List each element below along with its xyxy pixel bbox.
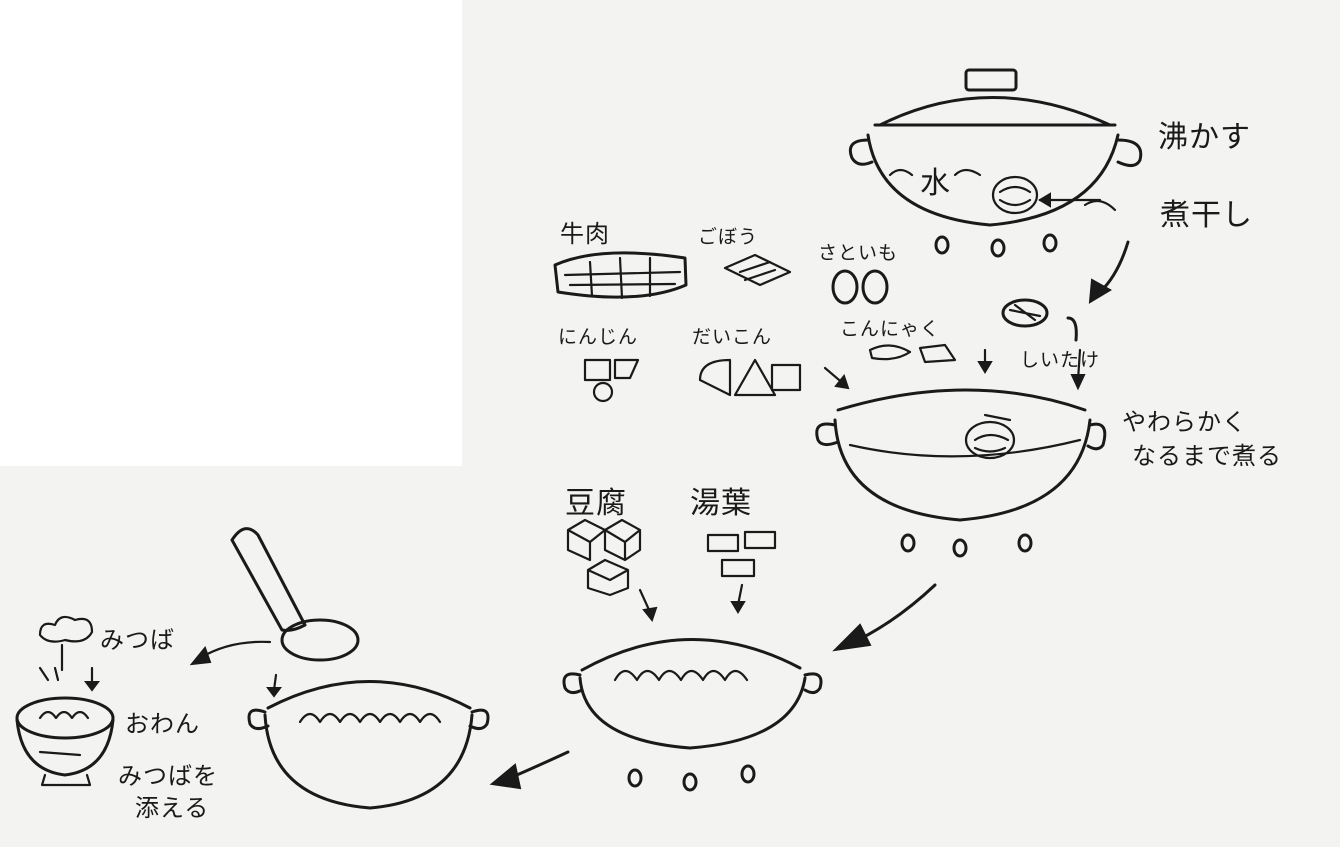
label-water: 水	[920, 158, 951, 202]
ladle-drawing	[192, 529, 358, 696]
label-bowl: おわん	[125, 704, 200, 739]
tofu-drawing	[568, 520, 656, 620]
taro-drawing	[833, 271, 887, 303]
bowl-drawing	[17, 698, 113, 785]
label-garnish-line2: 添える	[135, 788, 209, 823]
label-dried-sardines: 煮干し	[1160, 190, 1253, 234]
serving-pot	[249, 682, 488, 809]
label-beef: 牛肉	[560, 214, 610, 249]
label-simmer-line2: なるまで煮る	[1132, 436, 1282, 471]
arrow-down	[1090, 242, 1128, 302]
label-boil: 沸かす	[1158, 112, 1251, 156]
label-burdock: ごぼう	[698, 222, 758, 249]
label-garnish-line1: みつばを	[118, 756, 218, 791]
label-carrot: にんじん	[558, 322, 638, 349]
daikon-drawing	[700, 360, 800, 395]
yuba-drawing	[708, 532, 775, 612]
mitsuba-drawing	[40, 617, 98, 690]
label-taro: さといも	[818, 238, 898, 265]
arrow-left	[492, 752, 568, 788]
label-shiitake: しいたけ	[1020, 345, 1100, 372]
pot-boiling	[850, 70, 1140, 256]
label-konjac: こんにゃく	[840, 314, 940, 341]
beef-drawing	[555, 253, 686, 298]
label-tofu: 豆腐	[565, 478, 627, 522]
label-mitsuba: みつば	[100, 620, 175, 655]
label-daikon: だいこん	[692, 322, 772, 349]
label-simmer-line1: やわらかく	[1122, 402, 1247, 437]
pot-simmer	[817, 390, 1105, 556]
shiitake-drawing	[1003, 300, 1084, 388]
pot-final	[564, 639, 821, 790]
arrow-down-left	[835, 585, 935, 650]
label-yuba: 湯葉	[690, 478, 752, 522]
arrow-ingredients-to-pot	[825, 368, 848, 388]
burdock-drawing	[725, 255, 790, 285]
konjac-drawing	[870, 345, 991, 372]
carrot-drawing	[585, 360, 638, 401]
